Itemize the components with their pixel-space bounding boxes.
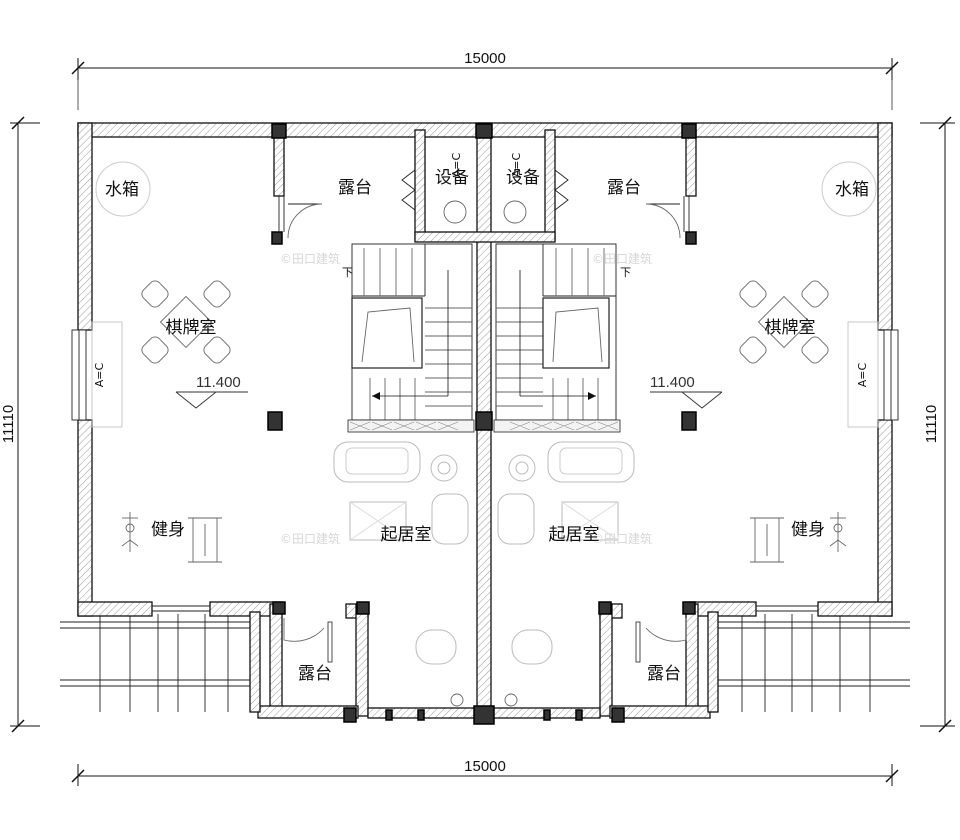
dimension-right: 11110 (920, 116, 955, 733)
dimension-bottom-label: 15000 (464, 758, 506, 775)
right-window-tag: A=C (856, 362, 869, 387)
stairs-right: 下 (493, 243, 631, 433)
dimension-top: 15000 (71, 50, 899, 110)
dimension-top-label: 15000 (464, 50, 506, 67)
room-label-right-terrace-bottom: 露台 (647, 664, 681, 684)
right-chess-table (739, 280, 829, 364)
room-label-left-water-tank: 水箱 (105, 180, 139, 200)
room-label-left-terrace-top: 露台 (338, 178, 372, 198)
dimension-bottom: 15000 (71, 758, 899, 786)
right-vent-tag: A=C (510, 152, 523, 177)
railing-right (715, 614, 910, 712)
watermark-1: ©田口建筑 (280, 251, 340, 266)
right-elevation-label: 11.400 (650, 374, 695, 391)
watermark-3: ©田口建筑 (280, 531, 340, 546)
room-label-left-equipment: 设备 (435, 168, 469, 188)
room-label-right-gym: 健身 (791, 520, 825, 540)
railing-left (60, 614, 255, 712)
room-label-right-chess-room: 棋牌室 (765, 318, 816, 338)
watermark-2: ©田口建筑 (592, 251, 652, 266)
left-elevation-label: 11.400 (196, 374, 241, 391)
right-gym-equipment (750, 512, 847, 563)
right-elevation-marker: 11.400 (650, 374, 723, 409)
room-label-right-equipment: 设备 (506, 168, 540, 188)
dimension-left: 11110 (0, 116, 40, 733)
left-chess-table (141, 280, 231, 364)
left-window-panel (91, 321, 123, 428)
left-water-tank-circle (95, 161, 151, 217)
dimension-right-label: 11110 (923, 405, 940, 443)
room-label-right-terrace-top: 露台 (607, 178, 641, 198)
watermark-4: ©田口建筑 (592, 531, 652, 546)
room-label-left-chess-room: 棋牌室 (166, 318, 217, 338)
room-label-left-living-room: 起居室 (381, 525, 432, 545)
room-label-left-gym: 健身 (151, 520, 185, 540)
room-label-right-living-room: 起居室 (549, 525, 600, 545)
equipment-fixtures: A=C A=C (443, 152, 527, 224)
stairs-left: 下 (342, 243, 475, 433)
room-label-left-terrace-bottom: 露台 (298, 664, 332, 684)
left-elevation-marker: 11.400 (175, 374, 248, 409)
windows-doors (71, 169, 899, 663)
left-window-tag: A=C (93, 362, 106, 387)
left-stair-down-mark: 下 (342, 266, 353, 279)
left-living-furniture (333, 441, 469, 707)
right-window-panel (847, 321, 879, 428)
room-label-right-water-tank: 水箱 (835, 180, 869, 200)
left-gym-equipment (121, 512, 222, 563)
dimension-left-label: 11110 (0, 405, 17, 443)
right-stair-down-mark: 下 (620, 266, 631, 279)
right-water-tank-circle (821, 161, 877, 217)
columns (267, 123, 697, 725)
left-vent-tag: A=C (450, 152, 463, 177)
right-living-furniture (497, 441, 635, 707)
